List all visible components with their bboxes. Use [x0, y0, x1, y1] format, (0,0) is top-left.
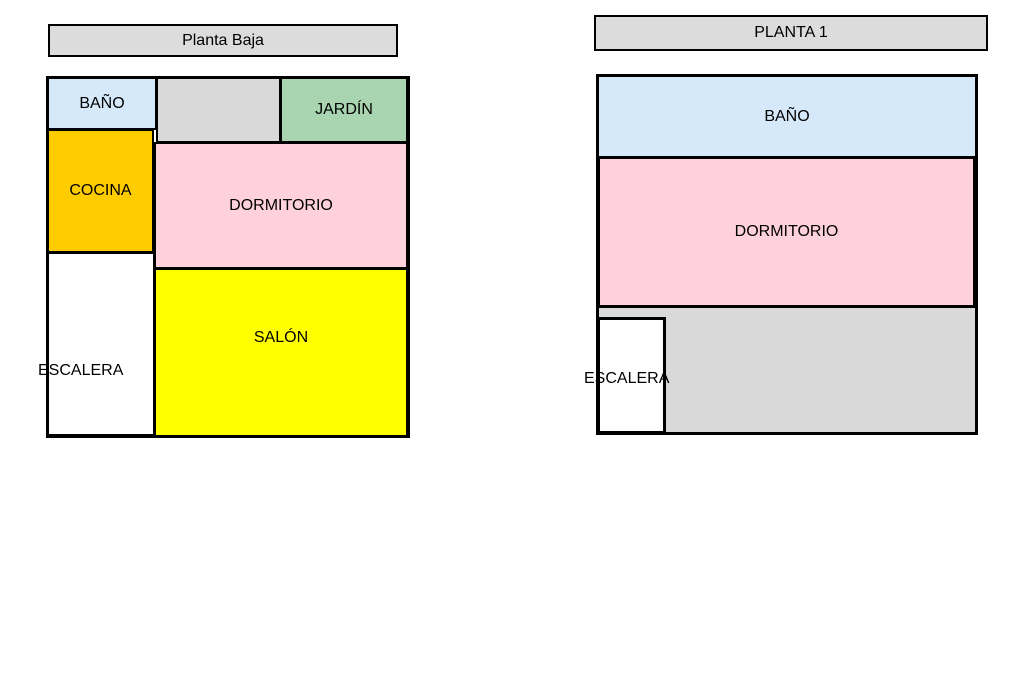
p1-room-escalera-label: ESCALERA [584, 370, 670, 387]
pb-room-bano-label: BAÑO [79, 94, 125, 112]
p1-room-bano-label: BAÑO [764, 107, 810, 125]
p1-room-bano: BAÑO [596, 74, 978, 159]
pb-room-escalera [47, 252, 155, 436]
planta-1-title-text: PLANTA 1 [754, 24, 828, 41]
pb-room-cocina-label: COCINA [69, 182, 132, 199]
pb-room-dormitorio-label: DORMITORIO [229, 196, 333, 214]
planta-baja-title: Planta Baja [48, 24, 398, 57]
pb-room-gris [156, 77, 281, 143]
planta-baja-title-text: Planta Baja [182, 31, 264, 49]
pb-room-bano: BAÑO [47, 77, 157, 130]
p1-room-escalera [597, 317, 666, 434]
p1-room-dormitorio-label: DORMITORIO [734, 223, 839, 240]
pb-room-jardin-label: JARDÍN [315, 101, 373, 118]
pb-room-escalera-label: ESCALERA [38, 362, 124, 379]
p1-room-dormitorio: DORMITORIO [597, 156, 976, 308]
pb-room-salon-label: SALÓN [253, 328, 309, 346]
pb-room-cocina: COCINA [47, 129, 154, 253]
pb-room-salon: SALÓN [154, 268, 408, 437]
pb-room-jardin: JARDÍN [280, 77, 408, 143]
pb-room-dormitorio: DORMITORIO [154, 142, 408, 269]
planta-1-title: PLANTA 1 [594, 15, 988, 51]
